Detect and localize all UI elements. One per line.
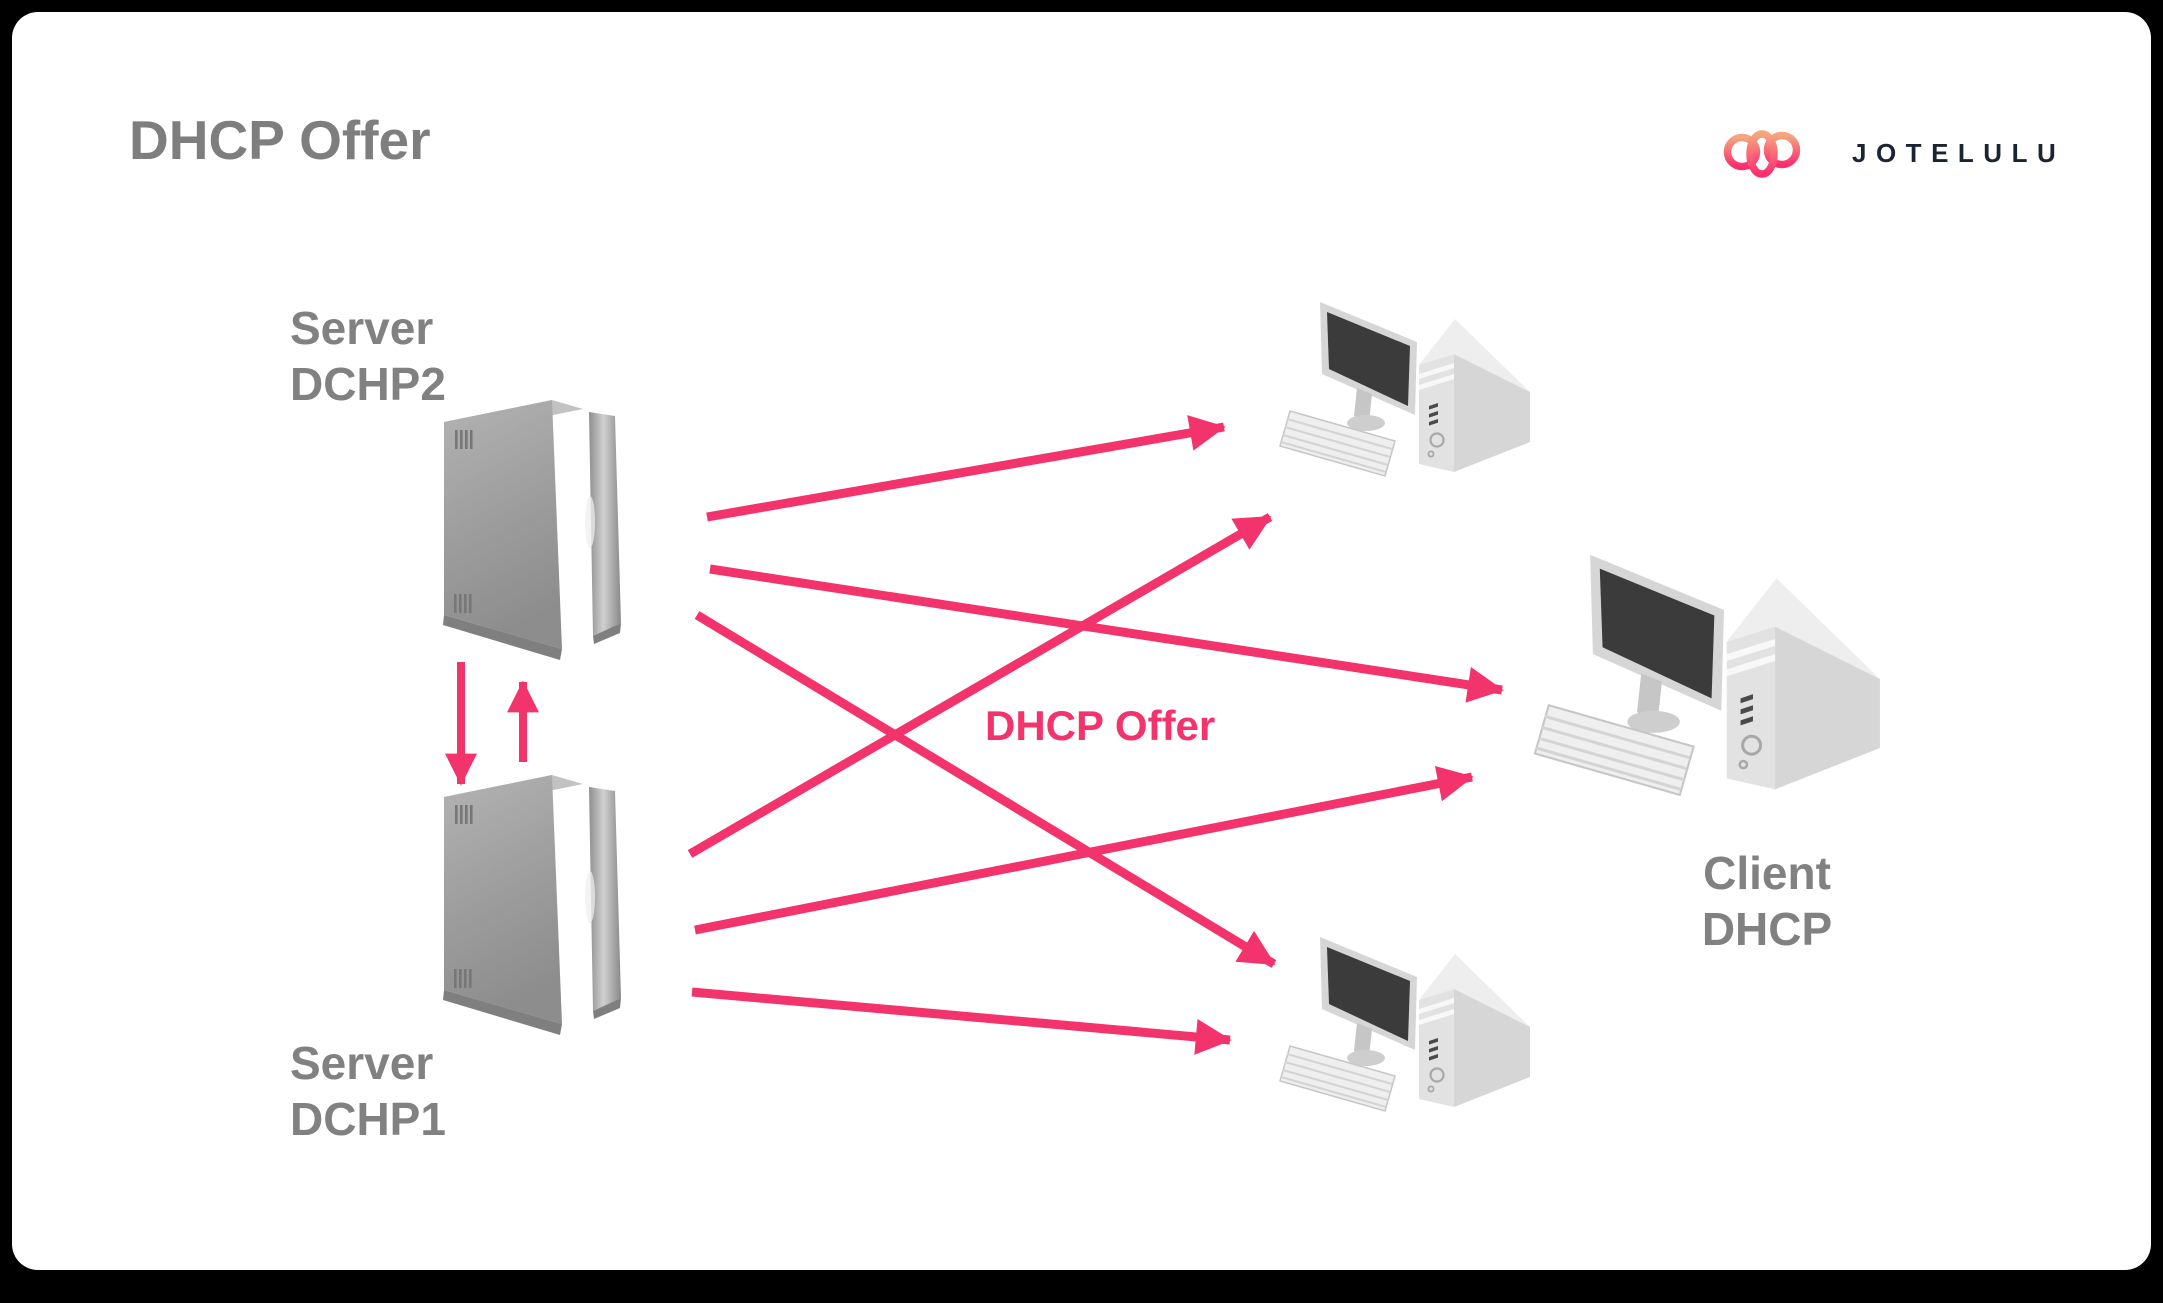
server-dchp2-icon <box>443 400 621 660</box>
server-dchp2-label-line1: Server <box>290 302 434 354</box>
slide-card: DHCP Offer Server DCHP2 Server DCHP1 Cli… <box>12 12 2151 1270</box>
server-dchp2-label-line2: DCHP2 <box>290 358 446 410</box>
server-dchp1-icon <box>443 775 621 1035</box>
arrow-dchp1-to-client-dhcp <box>694 765 1474 935</box>
cloud-logo-icon <box>1721 130 1803 178</box>
client-dhcp-computer-icon <box>1533 553 1882 797</box>
client-dhcp-label-line2: DHCP <box>1701 903 1833 955</box>
arrow-dchp1-to-client-top <box>687 513 1273 858</box>
arrow-dchp2-to-client-bottom <box>694 611 1277 968</box>
server-dchp1-label-line1: Server <box>290 1037 434 1089</box>
server-dchp1-label-line2: DCHP1 <box>290 1093 446 1145</box>
client-bottom-computer-icon <box>1278 935 1532 1113</box>
arrow-dchp2-to-client-dhcp <box>709 564 1504 703</box>
arrow-dchp2-to-client-top <box>706 415 1226 522</box>
client-top-computer-icon <box>1278 300 1532 478</box>
client-dhcp-label: Client DHCP <box>1617 845 1917 957</box>
server-dchp1-label: Server DCHP1 <box>290 1035 446 1147</box>
client-dhcp-label-line1: Client <box>1703 847 1831 899</box>
server-dchp2-label: Server DCHP2 <box>290 300 446 412</box>
page-title: DHCP Offer <box>129 109 431 171</box>
arrow-dchp1-to-client-bottom <box>691 987 1232 1055</box>
brand-wordmark: JOTELULU <box>1852 138 2066 168</box>
diagram-canvas <box>443 300 1882 1113</box>
dhcp-offer-flow-label: DHCP Offer <box>985 702 1216 749</box>
